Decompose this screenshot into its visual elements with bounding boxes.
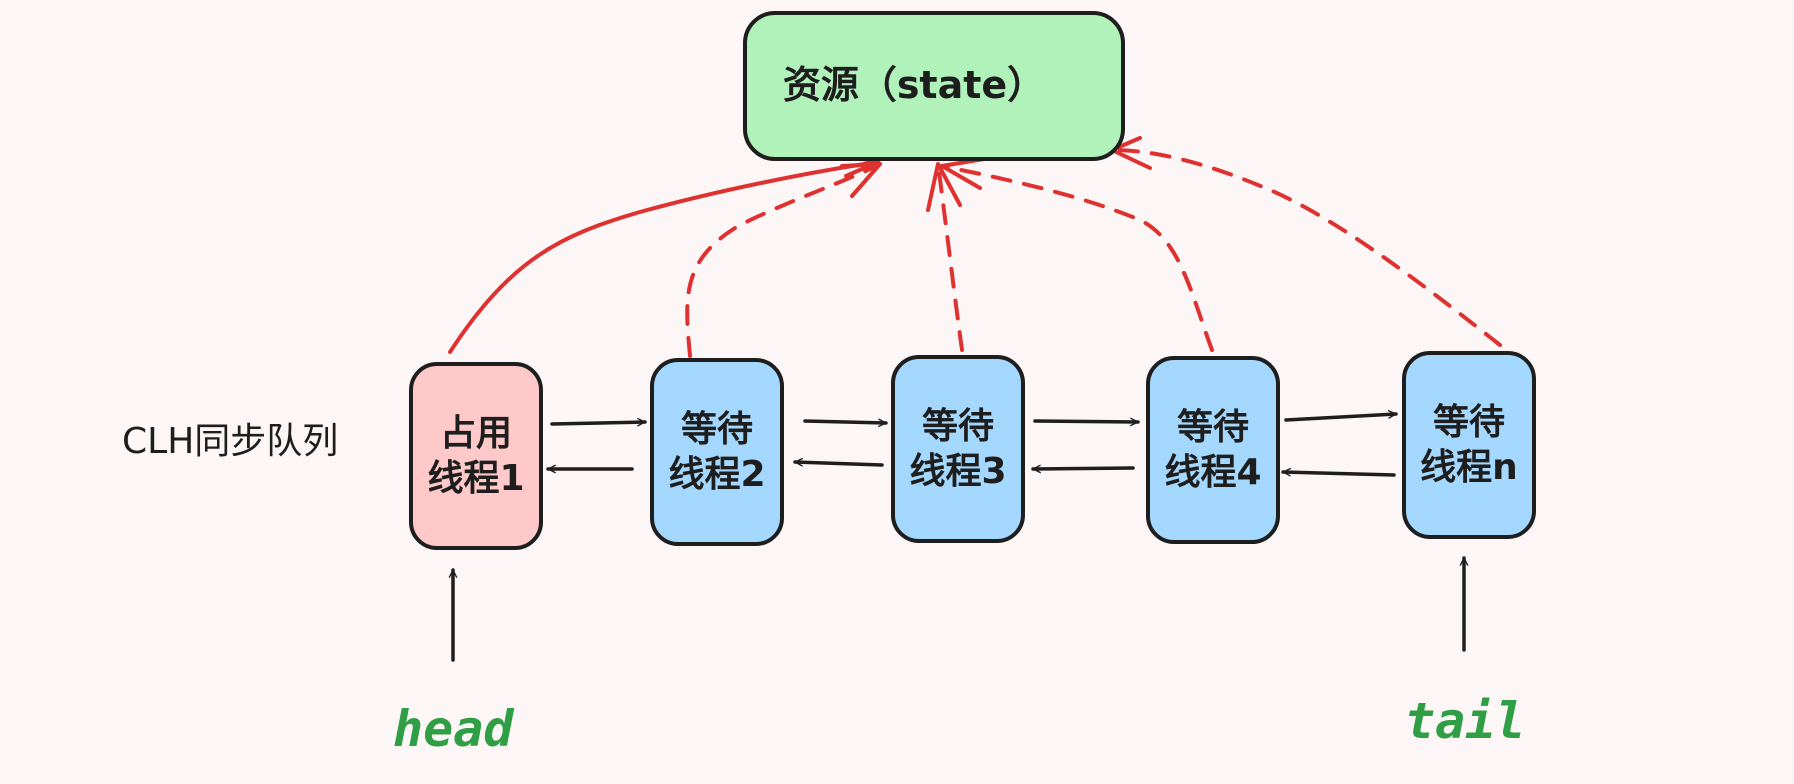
edge-node3-to-resource [936,162,964,352]
thread-node-4-name: 线程4 [1164,452,1262,493]
thread-node-1-name: 线程1 [427,458,525,499]
clh-queue-label: CLH同步队列 [122,421,339,462]
edge-node2-to-resource [685,162,882,358]
thread-node-2-name: 线程2 [668,454,766,495]
thread-node-1-status: 占用 [439,413,512,454]
thread-node-1: 占用 线程1 [409,362,543,550]
prev-arrow-4-3 [1031,468,1135,469]
thread-node-2: 等待 线程2 [650,358,784,546]
arrowhead-node2-resource [840,162,882,198]
resource-state-box: 资源（state） [743,11,1125,161]
prev-arrow-5-4 [1281,472,1396,477]
thread-node-4-status: 等待 [1176,407,1249,448]
edge-node5-to-resource [1110,148,1502,347]
thread-node-3-status: 等待 [921,406,994,447]
next-arrow-4-5 [1284,414,1398,422]
head-pointer-label: head [393,700,514,758]
next-arrow-3-4 [1033,421,1140,422]
next-arrow-2-3 [803,421,888,423]
thread-node-n-status: 等待 [1432,402,1505,443]
thread-node-n-name: 线程n [1420,447,1518,488]
next-arrow-1-2 [550,422,647,424]
prev-arrow-3-2 [793,462,884,467]
thread-node-4: 等待 线程4 [1146,356,1280,544]
thread-node-n: 等待 线程n [1402,351,1536,539]
tail-pointer-label: tail [1405,692,1526,750]
resource-label: 资源（state） [782,63,1046,108]
arrowhead-node3-resource [926,162,962,212]
thread-node-3-name: 线程3 [909,451,1007,492]
edge-node4-to-resource [940,164,1214,352]
thread-node-2-status: 等待 [680,409,753,450]
edge-node1-to-resource [448,160,880,354]
thread-node-3: 等待 线程3 [891,355,1025,543]
